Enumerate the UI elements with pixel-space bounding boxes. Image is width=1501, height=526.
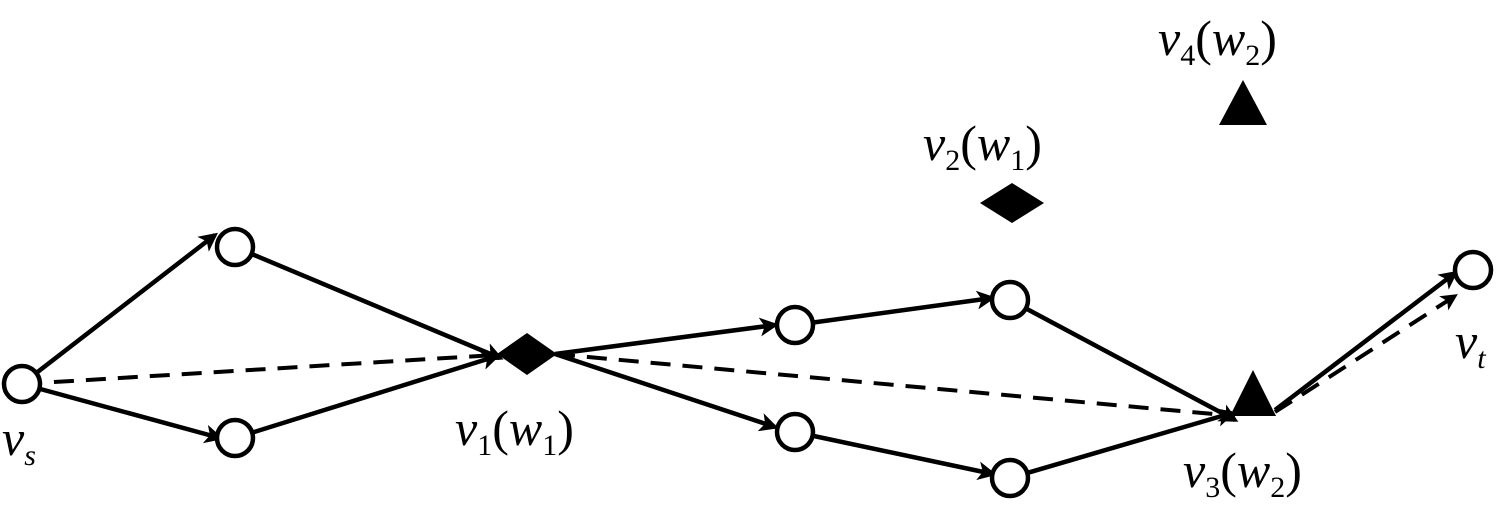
- label-v2: v2(w1): [923, 115, 1042, 177]
- edge-d-v3: [1008, 298, 1239, 422]
- label-vs: vs: [2, 410, 36, 472]
- node-v2-diamond: [980, 183, 1044, 223]
- solid-edges: [20, 232, 1459, 481]
- node-v4-triangle: [1219, 80, 1267, 125]
- node-v3-triangle: [1230, 370, 1276, 416]
- dashed-v3-vt: [1273, 294, 1458, 414]
- waypoint-markers: [497, 80, 1276, 416]
- label-v4: v4(w2): [1158, 10, 1277, 72]
- edge-v3-vt: [1273, 270, 1459, 412]
- edge-v1-c: [554, 317, 779, 357]
- edge-e-f: [794, 429, 997, 481]
- node-v1-diamond: [497, 333, 557, 375]
- edge-a-v1: [234, 244, 504, 361]
- edge-f-v3: [1009, 408, 1236, 481]
- circle-nodes: [1, 226, 1494, 499]
- edge-vs-a: [20, 232, 218, 386]
- edge-vs-b: [21, 381, 224, 444]
- node-vs: [1, 363, 43, 405]
- node-b: [214, 417, 256, 459]
- node-a: [214, 226, 256, 268]
- edge-v1-e: [554, 351, 779, 432]
- dashed-v1-v3: [554, 352, 1236, 418]
- dashed-vs-v1: [21, 353, 496, 386]
- label-v3: v3(w2): [1183, 442, 1302, 504]
- node-labels: vs vt v1(w1) v2(w1) v3(w2) v4(w2): [2, 10, 1486, 504]
- node-c: [774, 304, 816, 346]
- node-f: [989, 457, 1031, 499]
- node-e: [774, 411, 816, 453]
- node-d: [989, 279, 1031, 321]
- node-vt: [1452, 249, 1494, 291]
- dashed-edges: [21, 294, 1458, 418]
- label-v1: v1(w1): [455, 400, 574, 462]
- edge-c-d: [794, 290, 996, 328]
- edge-b-v1: [234, 351, 501, 441]
- label-vt: vt: [1455, 313, 1486, 375]
